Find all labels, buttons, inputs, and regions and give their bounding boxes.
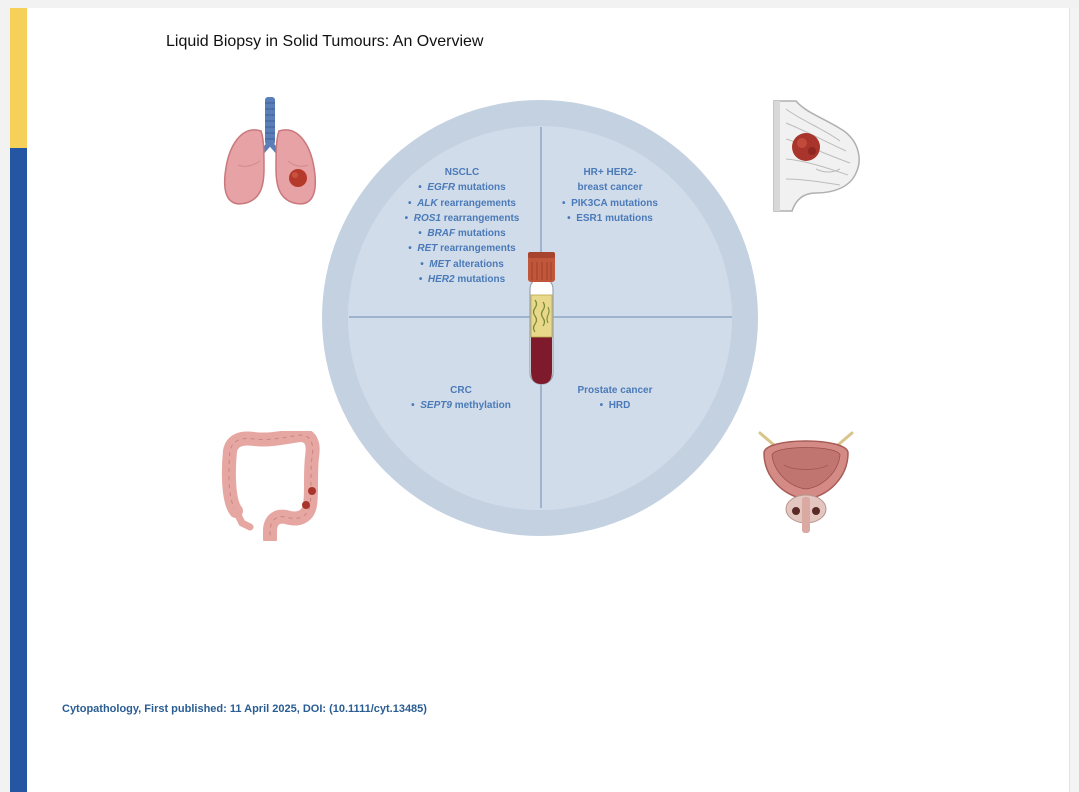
breast-icon (773, 100, 860, 212)
nsclc-heading: NSCLC (444, 167, 480, 178)
breast-panel: HR+ HER2- breast cancer • PIK3CA mutatio… (546, 165, 674, 226)
nsclc-item: • BRAF mutations (418, 228, 506, 240)
prostate-panel: Prostate cancer • HRD (560, 383, 670, 414)
lungs-icon (223, 97, 317, 205)
nsclc-item: • RET rearrangements (408, 243, 516, 255)
nsclc-item: • ALK rearrangements (407, 197, 516, 209)
crc-item: • SEPT9 methylation (411, 400, 511, 412)
breast-heading-line2: breast cancer (577, 182, 643, 194)
blood-tube-icon (528, 252, 555, 385)
nsclc-item: • ROS1 rearrangements (404, 212, 520, 224)
breast-item: • ESR1 mutations (567, 212, 653, 224)
page-title: Liquid Biopsy in Solid Tumours: An Overv… (166, 33, 484, 50)
nsclc-item: • HER2 mutations (418, 274, 506, 286)
crc-panel: CRC • SEPT9 methylation (396, 383, 526, 414)
breast-item: • PIK3CA mutations (562, 197, 658, 209)
breast-heading: HR+ HER2- (583, 167, 637, 178)
nsclc-item: • MET alterations (420, 258, 504, 270)
prostate-icon (758, 431, 854, 533)
prostate-heading: Prostate cancer (577, 385, 653, 396)
accent-bar-blue (10, 148, 27, 792)
prostate-item: • HRD (599, 400, 631, 412)
accent-bar-yellow (10, 8, 27, 148)
nsclc-item: • EGFR mutations (418, 182, 506, 194)
colon-icon (221, 431, 320, 541)
vertical-scrollbar[interactable] (1069, 8, 1079, 792)
crc-heading: CRC (450, 385, 472, 396)
citation-footer: Cytopathology, First published: 11 April… (62, 703, 427, 715)
nsclc-panel: NSCLC • EGFR mutations • ALK rearrangeme… (384, 165, 540, 287)
